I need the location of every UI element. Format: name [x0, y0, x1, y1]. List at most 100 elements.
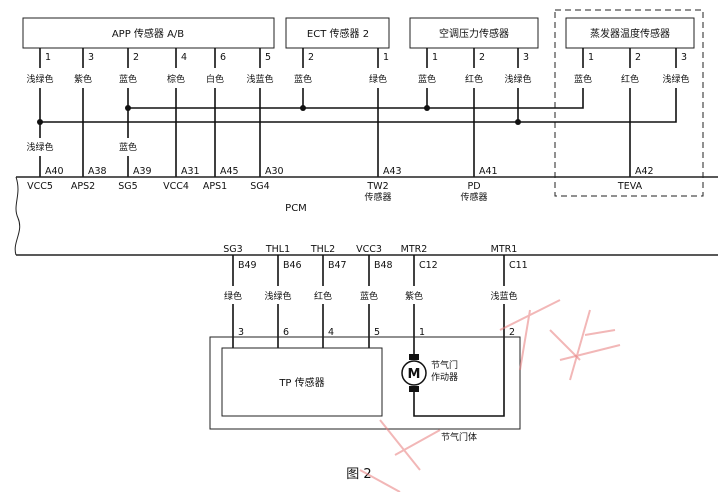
evap-temp-sensor-title: 蒸发器温度传感器	[590, 27, 670, 40]
pcm-bottom-signal: THL1	[265, 244, 290, 255]
wire-color-label: 蓝色	[574, 73, 592, 85]
pcm-pin-label: A31	[181, 166, 200, 177]
ect-sensor-box	[285, 17, 390, 49]
pcm-bottom-signal: THL2	[310, 244, 335, 255]
pcm-bottom-signal: VCC3	[356, 244, 382, 255]
pcm-bottom-pin-labels: B49 B46 B47 B48 C12 C11	[238, 260, 528, 271]
wire-color-label: 紫色	[405, 290, 423, 302]
pcm-pin-label: A39	[133, 166, 152, 177]
throttle-pin: 3	[238, 327, 244, 338]
pcm-bottom-pin: B46	[283, 260, 302, 271]
evap-temp-sensor-box	[565, 17, 695, 49]
pcm-signal: TW2	[366, 181, 388, 192]
wire-color-label: 红色	[314, 290, 332, 302]
ac-pin-1: 1	[432, 52, 438, 63]
app-pin-4: 4	[181, 52, 187, 63]
pcm-pin-label: A45	[220, 166, 239, 177]
pcm-bottom-pin: C12	[419, 260, 438, 271]
wire-color-label: 浅蓝色	[246, 73, 273, 85]
ect-pin-2: 2	[308, 52, 314, 63]
pcm-bottom-pin: B48	[374, 260, 393, 271]
throttle-body-box	[209, 336, 521, 430]
pcm-top-signals: VCC5 APS2 SG5 VCC4 APS1 SG4 TW2 传感器 PD 传…	[27, 181, 643, 203]
pcm-signal: VCC4	[163, 181, 189, 192]
motor-icon	[401, 354, 427, 392]
pcm-signal: APS1	[203, 181, 227, 192]
watermark	[359, 299, 621, 492]
ac-pin-3: 3	[523, 52, 529, 63]
wire-color-label: 棕色	[167, 73, 185, 85]
wire-color-label: 蓝色	[294, 73, 312, 85]
wire-color-label: 白色	[206, 73, 224, 85]
throttle-body-label: 节气门体	[441, 431, 477, 443]
pcm-signal-sub: 传感器	[364, 191, 391, 203]
pcm-bottom-pin: B49	[238, 260, 257, 271]
throttle-pin: 6	[283, 327, 289, 338]
throttle-pin-numbers: 3 6 4 5 1 2	[238, 327, 515, 338]
lower-wire-color-labels: 绿色 浅绿色 红色 蓝色 紫色 浅蓝色	[224, 290, 518, 302]
pcm-signal: SG4	[250, 181, 269, 192]
wire-color-label: 浅绿色	[26, 73, 53, 85]
tp-sensor-label: TP 传感器	[278, 376, 324, 389]
pcm-bottom-signals: SG3 THL1 THL2 VCC3 MTR2 MTR1	[223, 244, 517, 255]
figure-caption: 图 2	[346, 467, 371, 482]
evap-pin-2: 2	[635, 52, 641, 63]
throttle-pin: 4	[328, 327, 334, 338]
upper-wire-color-labels: 浅绿色 紫色 蓝色 棕色 白色 浅蓝色 蓝色 绿色 蓝色 红色 浅绿色 蓝色 红…	[26, 73, 689, 153]
lower-wires	[232, 255, 505, 417]
wire-color-label: 绿色	[369, 73, 387, 85]
pcm-signal: APS2	[71, 181, 95, 192]
pcm-pin-label: A41	[479, 166, 498, 177]
junction-dots	[37, 105, 521, 125]
throttle-pin: 5	[374, 327, 380, 338]
actuator-label: 节气门	[431, 359, 458, 371]
wire-color-label: 绿色	[224, 290, 242, 302]
app-sensor-box	[22, 17, 275, 49]
pcm-bottom-pin: B47	[328, 260, 347, 271]
pcm-signal: PD	[467, 181, 480, 192]
wire-color-label: 浅绿色	[26, 141, 53, 153]
throttle-pin: 1	[419, 327, 425, 338]
app-pin-5: 5	[265, 52, 271, 63]
ac-pressure-sensor-title: 空调压力传感器	[439, 27, 509, 40]
wire-color-label: 浅绿色	[264, 290, 291, 302]
pcm-signal-sub: 传感器	[460, 191, 487, 203]
pcm-pin-label: A30	[265, 166, 284, 177]
pcm-pin-label: A38	[88, 166, 107, 177]
pcm-bottom-signal: SG3	[223, 244, 242, 255]
pcm-signal: VCC5	[27, 181, 53, 192]
wire-color-label: 浅蓝色	[490, 290, 517, 302]
app-sensor-title: APP 传感器 A/B	[112, 27, 184, 40]
pcm-bottom-signal: MTR1	[491, 244, 518, 255]
wire-color-label: 蓝色	[119, 141, 137, 153]
wire-color-label: 蓝色	[360, 290, 378, 302]
pcm-pin-label: A40	[45, 166, 64, 177]
wire-color-label: 蓝色	[418, 73, 436, 85]
wire-color-label: 紫色	[74, 73, 92, 85]
tp-sensor-box	[221, 347, 383, 417]
wire-color-label: 红色	[621, 73, 639, 85]
ac-pressure-sensor-box	[409, 17, 539, 49]
pcm-pin-label: A43	[383, 166, 402, 177]
ac-pin-2: 2	[479, 52, 485, 63]
throttle-pin: 2	[509, 327, 515, 338]
wire-color-label: 浅绿色	[504, 73, 531, 85]
app-pin-3: 3	[88, 52, 94, 63]
upper-wires	[39, 48, 677, 177]
evap-pin-1: 1	[588, 52, 594, 63]
actuator-label: 作动器	[431, 371, 458, 383]
pcm-signal: TEVA	[617, 181, 643, 192]
sensor-pin-numbers: 1 3 2 4 6 5 2 1 1 2 3 1 2 3	[45, 52, 687, 63]
evap-pin-3: 3	[681, 52, 687, 63]
ect-sensor-title: ECT 传感器 2	[307, 27, 369, 40]
pcm-top-pin-labels: A40 A38 A39 A31 A45 A30 A43 A41 A42	[45, 166, 654, 177]
pcm-pin-label: A42	[635, 166, 654, 177]
app-pin-6: 6	[220, 52, 226, 63]
app-pin-1: 1	[45, 52, 51, 63]
pcm-bottom-pin: C11	[509, 260, 528, 271]
motor-symbol: M	[408, 367, 421, 382]
wire-color-label: 蓝色	[119, 73, 137, 85]
wire-color-label: 浅绿色	[662, 73, 689, 85]
pcm-bottom-signal: MTR2	[401, 244, 428, 255]
pcm-module	[14, 176, 718, 256]
